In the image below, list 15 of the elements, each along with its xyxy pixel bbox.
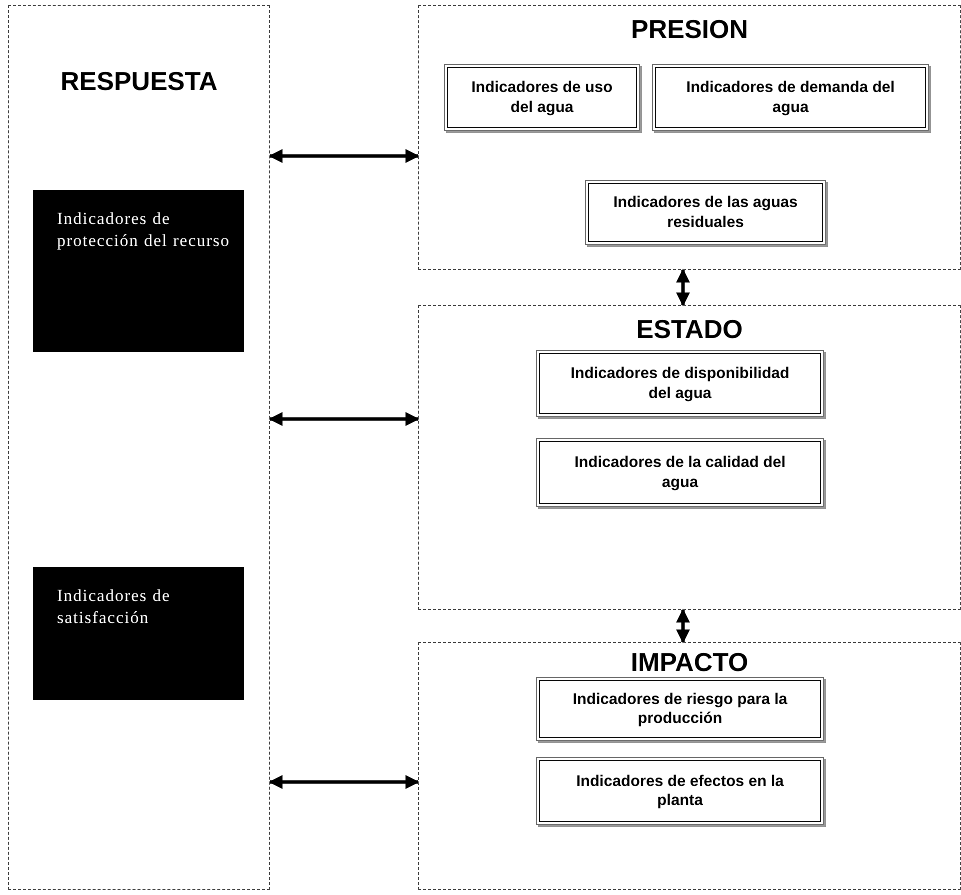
panel (418, 5, 961, 270)
panel-heading: PRESION (630, 14, 750, 45)
panel (418, 642, 961, 890)
double-arrow (676, 268, 690, 306)
panel (8, 5, 270, 890)
panel-heading: ESTADO (635, 314, 744, 345)
indicator-box: Indicadores de protección del recurso (33, 190, 244, 352)
double-arrow (676, 608, 690, 644)
double-arrow (268, 412, 420, 426)
panel-heading: RESPUESTA (60, 66, 218, 97)
double-arrow (268, 775, 420, 789)
panel (418, 305, 961, 610)
panel-heading: IMPACTO (630, 647, 750, 678)
double-arrow (268, 149, 420, 163)
indicator-box: Indicadores de satisfacción (33, 567, 244, 700)
